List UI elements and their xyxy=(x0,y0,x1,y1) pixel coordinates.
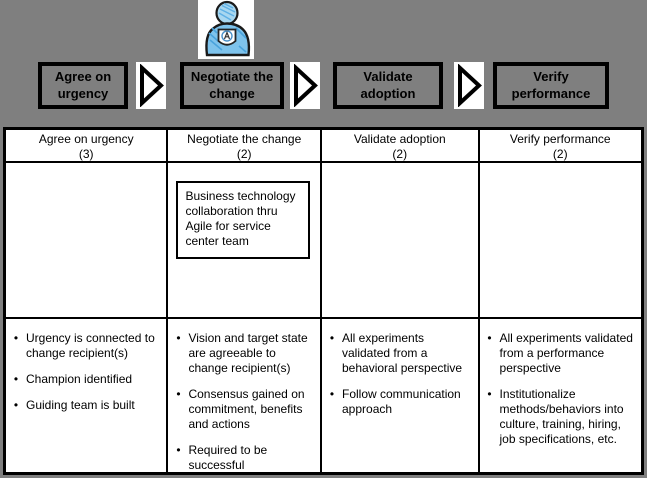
bullet-icon: • xyxy=(329,387,335,401)
list-item: • Champion identified xyxy=(6,372,162,387)
list-item: • All experiments validated from a perfo… xyxy=(480,331,637,376)
bullets-cell-validate-adoption: • All experiments validated from a behav… xyxy=(322,319,480,472)
list-item: • Urgency is connected to change recipie… xyxy=(6,331,162,361)
bullets-cell-verify-performance: • All experiments validated from a perfo… xyxy=(480,319,641,472)
column-header-count: (2) xyxy=(236,146,252,161)
stage-box-verify-performance: Verify performance xyxy=(493,62,609,109)
stage-label: Validate adoption xyxy=(360,69,416,101)
list-item: • Required to be successful xyxy=(168,443,316,472)
bullet-icon: • xyxy=(176,443,181,457)
chevron-right-icon xyxy=(290,62,320,109)
bullet-icon: • xyxy=(176,387,181,401)
bullet-icon: • xyxy=(13,331,19,345)
middle-cell-verify-performance xyxy=(479,163,641,319)
bullet-icon: • xyxy=(487,331,492,345)
stage-box-validate-adoption: Validate adoption xyxy=(333,62,443,109)
stage-box-agree-on-urgency: Agree on urgency xyxy=(38,62,128,109)
bullets-cell-agree-on-urgency: • Urgency is connected to change recipie… xyxy=(6,319,169,472)
bullet-icon: • xyxy=(329,331,335,345)
column-header-verify-performance: Verify performance (2) xyxy=(479,130,641,163)
process-flow-band: Agree on urgency Negotiate the change Va… xyxy=(0,0,647,127)
column-header-count: (2) xyxy=(552,146,568,161)
middle-cell-validate-adoption xyxy=(322,163,480,319)
column-header-label: Validate adoption xyxy=(353,132,446,147)
list-item: • Vision and target state are agreeable … xyxy=(168,331,316,376)
bullet-icon: • xyxy=(13,372,19,386)
middle-cell-agree-on-urgency xyxy=(6,163,169,319)
stage-box-negotiate-the-change: Negotiate the change xyxy=(180,62,284,109)
column-header-label: Verify performance xyxy=(509,132,611,147)
list-item: • Follow communication approach xyxy=(322,387,474,417)
stage-label: Negotiate the change xyxy=(190,69,274,101)
column-header-agree-on-urgency: Agree on urgency (3) xyxy=(6,130,169,163)
stage-details-table: Agree on urgency (3) Negotiate the chang… xyxy=(3,127,644,475)
stage-label: Verify performance xyxy=(511,69,591,101)
column-header-count: (2) xyxy=(392,146,408,161)
initiative-note-box: Business technology collaboration thru A… xyxy=(176,181,310,259)
column-header-label: Negotiate the change xyxy=(187,132,302,147)
list-item: • Guiding team is built xyxy=(6,398,162,413)
list-item: • Consensus gained on commitment, benefi… xyxy=(168,387,316,432)
column-header-validate-adoption: Validate adoption (2) xyxy=(322,130,480,163)
list-item: • Institutionalize methods/behaviors int… xyxy=(480,387,637,447)
champion-person-icon xyxy=(198,0,254,59)
column-header-count: (3) xyxy=(78,146,94,161)
middle-cell-negotiate-the-change: Business technology collaboration thru A… xyxy=(168,163,322,319)
bullet-icon: • xyxy=(13,398,19,412)
chevron-right-icon xyxy=(136,62,166,109)
column-header-label: Agree on urgency xyxy=(38,132,134,147)
list-item: • All experiments validated from a behav… xyxy=(322,331,474,376)
initiative-note-text: Business technology collaboration thru A… xyxy=(185,189,296,248)
column-header-negotiate-the-change: Negotiate the change (2) xyxy=(168,130,322,163)
chevron-right-icon xyxy=(454,62,484,109)
bullet-icon: • xyxy=(487,387,492,401)
bullet-icon: • xyxy=(176,331,181,345)
bullets-cell-negotiate-the-change: • Vision and target state are agreeable … xyxy=(168,319,322,472)
stage-label: Agree on urgency xyxy=(54,69,112,101)
